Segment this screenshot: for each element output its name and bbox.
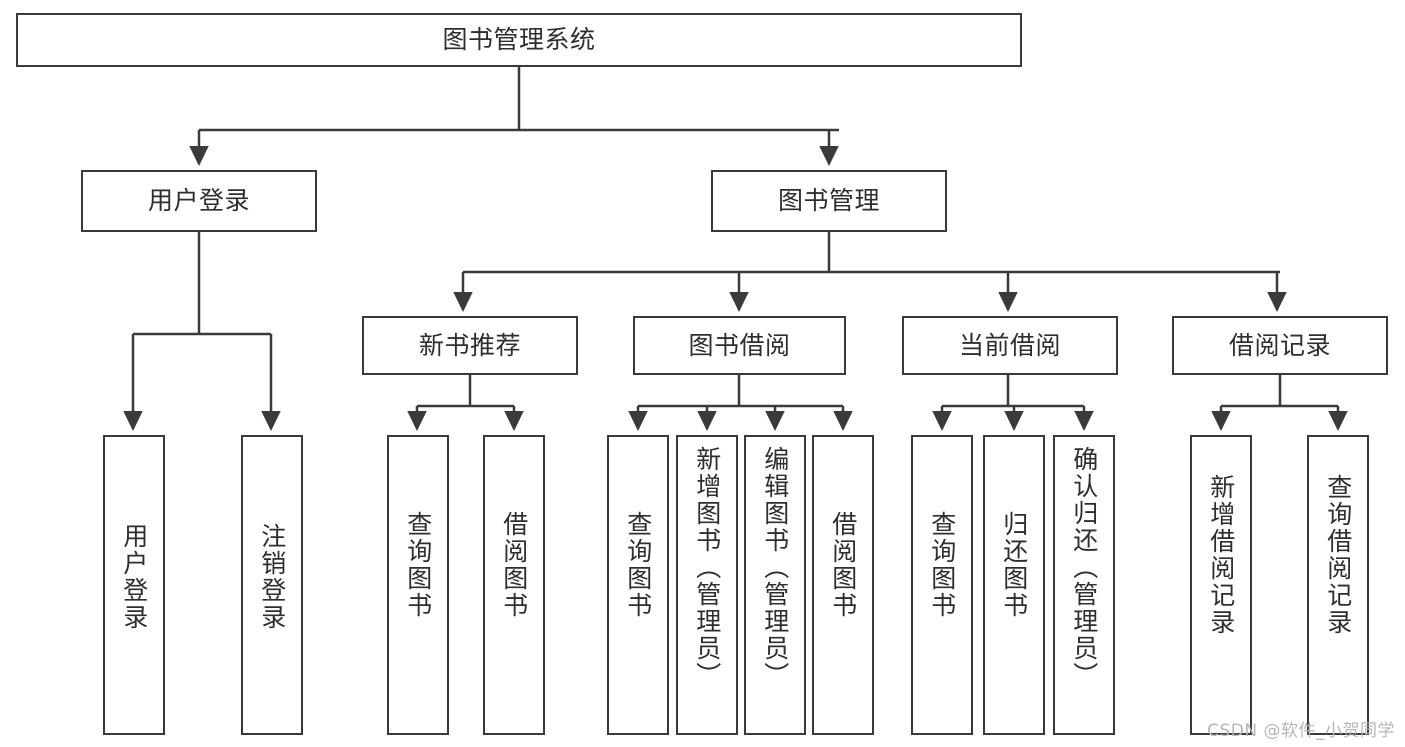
node-leaf-user-login[interactable]: 用户登录: [103, 435, 165, 735]
node-current-borrow[interactable]: 当前借阅: [902, 316, 1118, 375]
edges-bookmanage-to-level3: [453, 232, 1287, 313]
edges-borrowrecord-to-leaves: [1211, 375, 1348, 432]
edges-newbookrecommend-to-leaves: [407, 375, 524, 432]
node-leaf-query-book-2-label: 查询图书: [623, 511, 653, 619]
node-leaf-logout-label: 注销登录: [257, 523, 287, 631]
edges-userlogin-to-leaves: [123, 232, 281, 432]
node-new-book-recommend[interactable]: 新书推荐: [362, 316, 578, 375]
node-user-login[interactable]: 用户登录: [81, 170, 317, 232]
node-book-borrow[interactable]: 图书借阅: [633, 316, 846, 375]
node-borrow-record-label: 借阅记录: [1228, 330, 1331, 360]
node-leaf-add-book[interactable]: 新增图书（管理员）: [676, 435, 738, 735]
node-book-borrow-label: 图书借阅: [688, 330, 791, 360]
node-book-manage-label: 图书管理: [777, 186, 880, 216]
node-leaf-add-book-label: 新增图书（管理员）: [692, 446, 722, 689]
node-current-borrow-label: 当前借阅: [958, 330, 1061, 360]
node-leaf-add-record-label: 新增借阅记录: [1206, 474, 1236, 636]
node-root-label: 图书管理系统: [442, 25, 596, 55]
node-leaf-borrow-book-1[interactable]: 借阅图书: [483, 435, 545, 735]
node-user-login-label: 用户登录: [147, 186, 250, 216]
node-leaf-borrow-book-2-label: 借阅图书: [828, 511, 858, 619]
node-root[interactable]: 图书管理系统: [16, 13, 1022, 67]
node-leaf-logout[interactable]: 注销登录: [241, 435, 303, 735]
node-leaf-query-record[interactable]: 查询借阅记录: [1307, 435, 1369, 735]
node-new-book-recommend-label: 新书推荐: [418, 330, 521, 360]
node-leaf-query-book-3-label: 查询图书: [927, 511, 957, 619]
node-leaf-edit-book[interactable]: 编辑图书（管理员）: [744, 435, 806, 735]
node-leaf-return-book-label: 归还图书: [999, 511, 1029, 619]
node-leaf-query-book-1-label: 查询图书: [403, 511, 433, 619]
node-leaf-return-book[interactable]: 归还图书: [983, 435, 1045, 735]
node-leaf-confirm-return-label: 确认归还（管理员）: [1069, 446, 1099, 689]
node-borrow-record[interactable]: 借阅记录: [1172, 316, 1388, 375]
node-leaf-edit-book-label: 编辑图书（管理员）: [760, 446, 790, 689]
node-leaf-borrow-book-1-label: 借阅图书: [499, 511, 529, 619]
node-leaf-query-book-2[interactable]: 查询图书: [607, 435, 669, 735]
node-leaf-borrow-book-2[interactable]: 借阅图书: [812, 435, 874, 735]
edges-currentborrow-to-leaves: [932, 375, 1094, 432]
edges-root-to-level2: [189, 67, 839, 167]
node-leaf-query-book-1[interactable]: 查询图书: [387, 435, 449, 735]
node-leaf-query-book-3[interactable]: 查询图书: [911, 435, 973, 735]
node-leaf-query-record-label: 查询借阅记录: [1323, 474, 1353, 636]
node-leaf-confirm-return[interactable]: 确认归还（管理员）: [1053, 435, 1115, 735]
node-book-manage[interactable]: 图书管理: [711, 170, 947, 232]
node-leaf-add-record[interactable]: 新增借阅记录: [1190, 435, 1252, 735]
edges-bookborrow-to-leaves: [628, 375, 853, 432]
node-leaf-user-login-label: 用户登录: [119, 523, 149, 631]
